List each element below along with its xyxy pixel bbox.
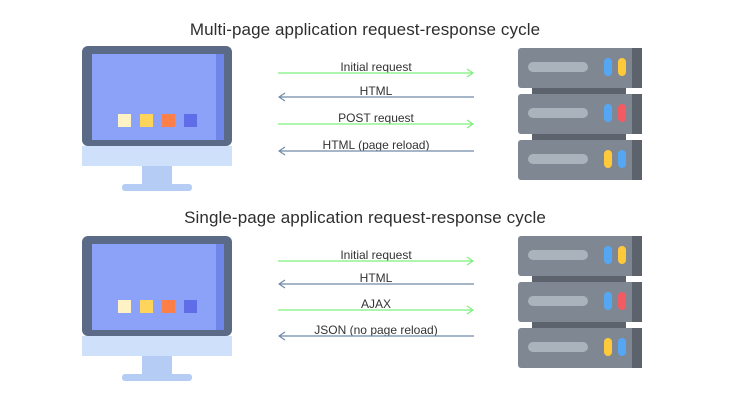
server-rack-icon [518, 48, 642, 180]
diagram-single-page: Single-page application request-response… [0, 198, 730, 398]
message-row: AJAX [278, 297, 474, 316]
arrow-left-icon [278, 146, 474, 156]
message-label: HTML [359, 84, 393, 98]
message-row: HTML [278, 271, 474, 290]
message-label: Initial request [340, 60, 412, 74]
server-rack-icon [518, 236, 642, 368]
message-row: Initial request [278, 60, 474, 79]
message-row: Initial request [278, 248, 474, 267]
arrow-right-icon [278, 119, 474, 129]
message-label: HTML (page reload) [322, 138, 430, 152]
arrow-right-icon [278, 305, 474, 315]
message-row: HTML [278, 84, 474, 103]
diagram-multi-page: Multi-page application request-response … [0, 10, 730, 210]
message-label: AJAX [360, 297, 391, 311]
message-label: HTML [359, 271, 393, 285]
message-row: HTML (page reload) [278, 138, 474, 157]
message-label: POST request [338, 111, 414, 125]
arrow-left-icon [278, 92, 474, 102]
diagram-title: Single-page application request-response… [184, 208, 546, 227]
diagram-title: Multi-page application request-response … [189, 20, 541, 39]
monitor-icon [82, 46, 232, 191]
monitor-icon [82, 236, 232, 381]
message-row: POST request [278, 111, 474, 130]
arrow-left-icon [278, 279, 474, 289]
message-row: JSON (no page reload) [278, 323, 474, 342]
arrow-right-icon [278, 68, 474, 78]
arrow-right-icon [278, 256, 474, 266]
message-label: Initial request [340, 248, 412, 262]
message-label: JSON (no page reload) [314, 323, 438, 337]
arrow-left-icon [278, 331, 474, 341]
